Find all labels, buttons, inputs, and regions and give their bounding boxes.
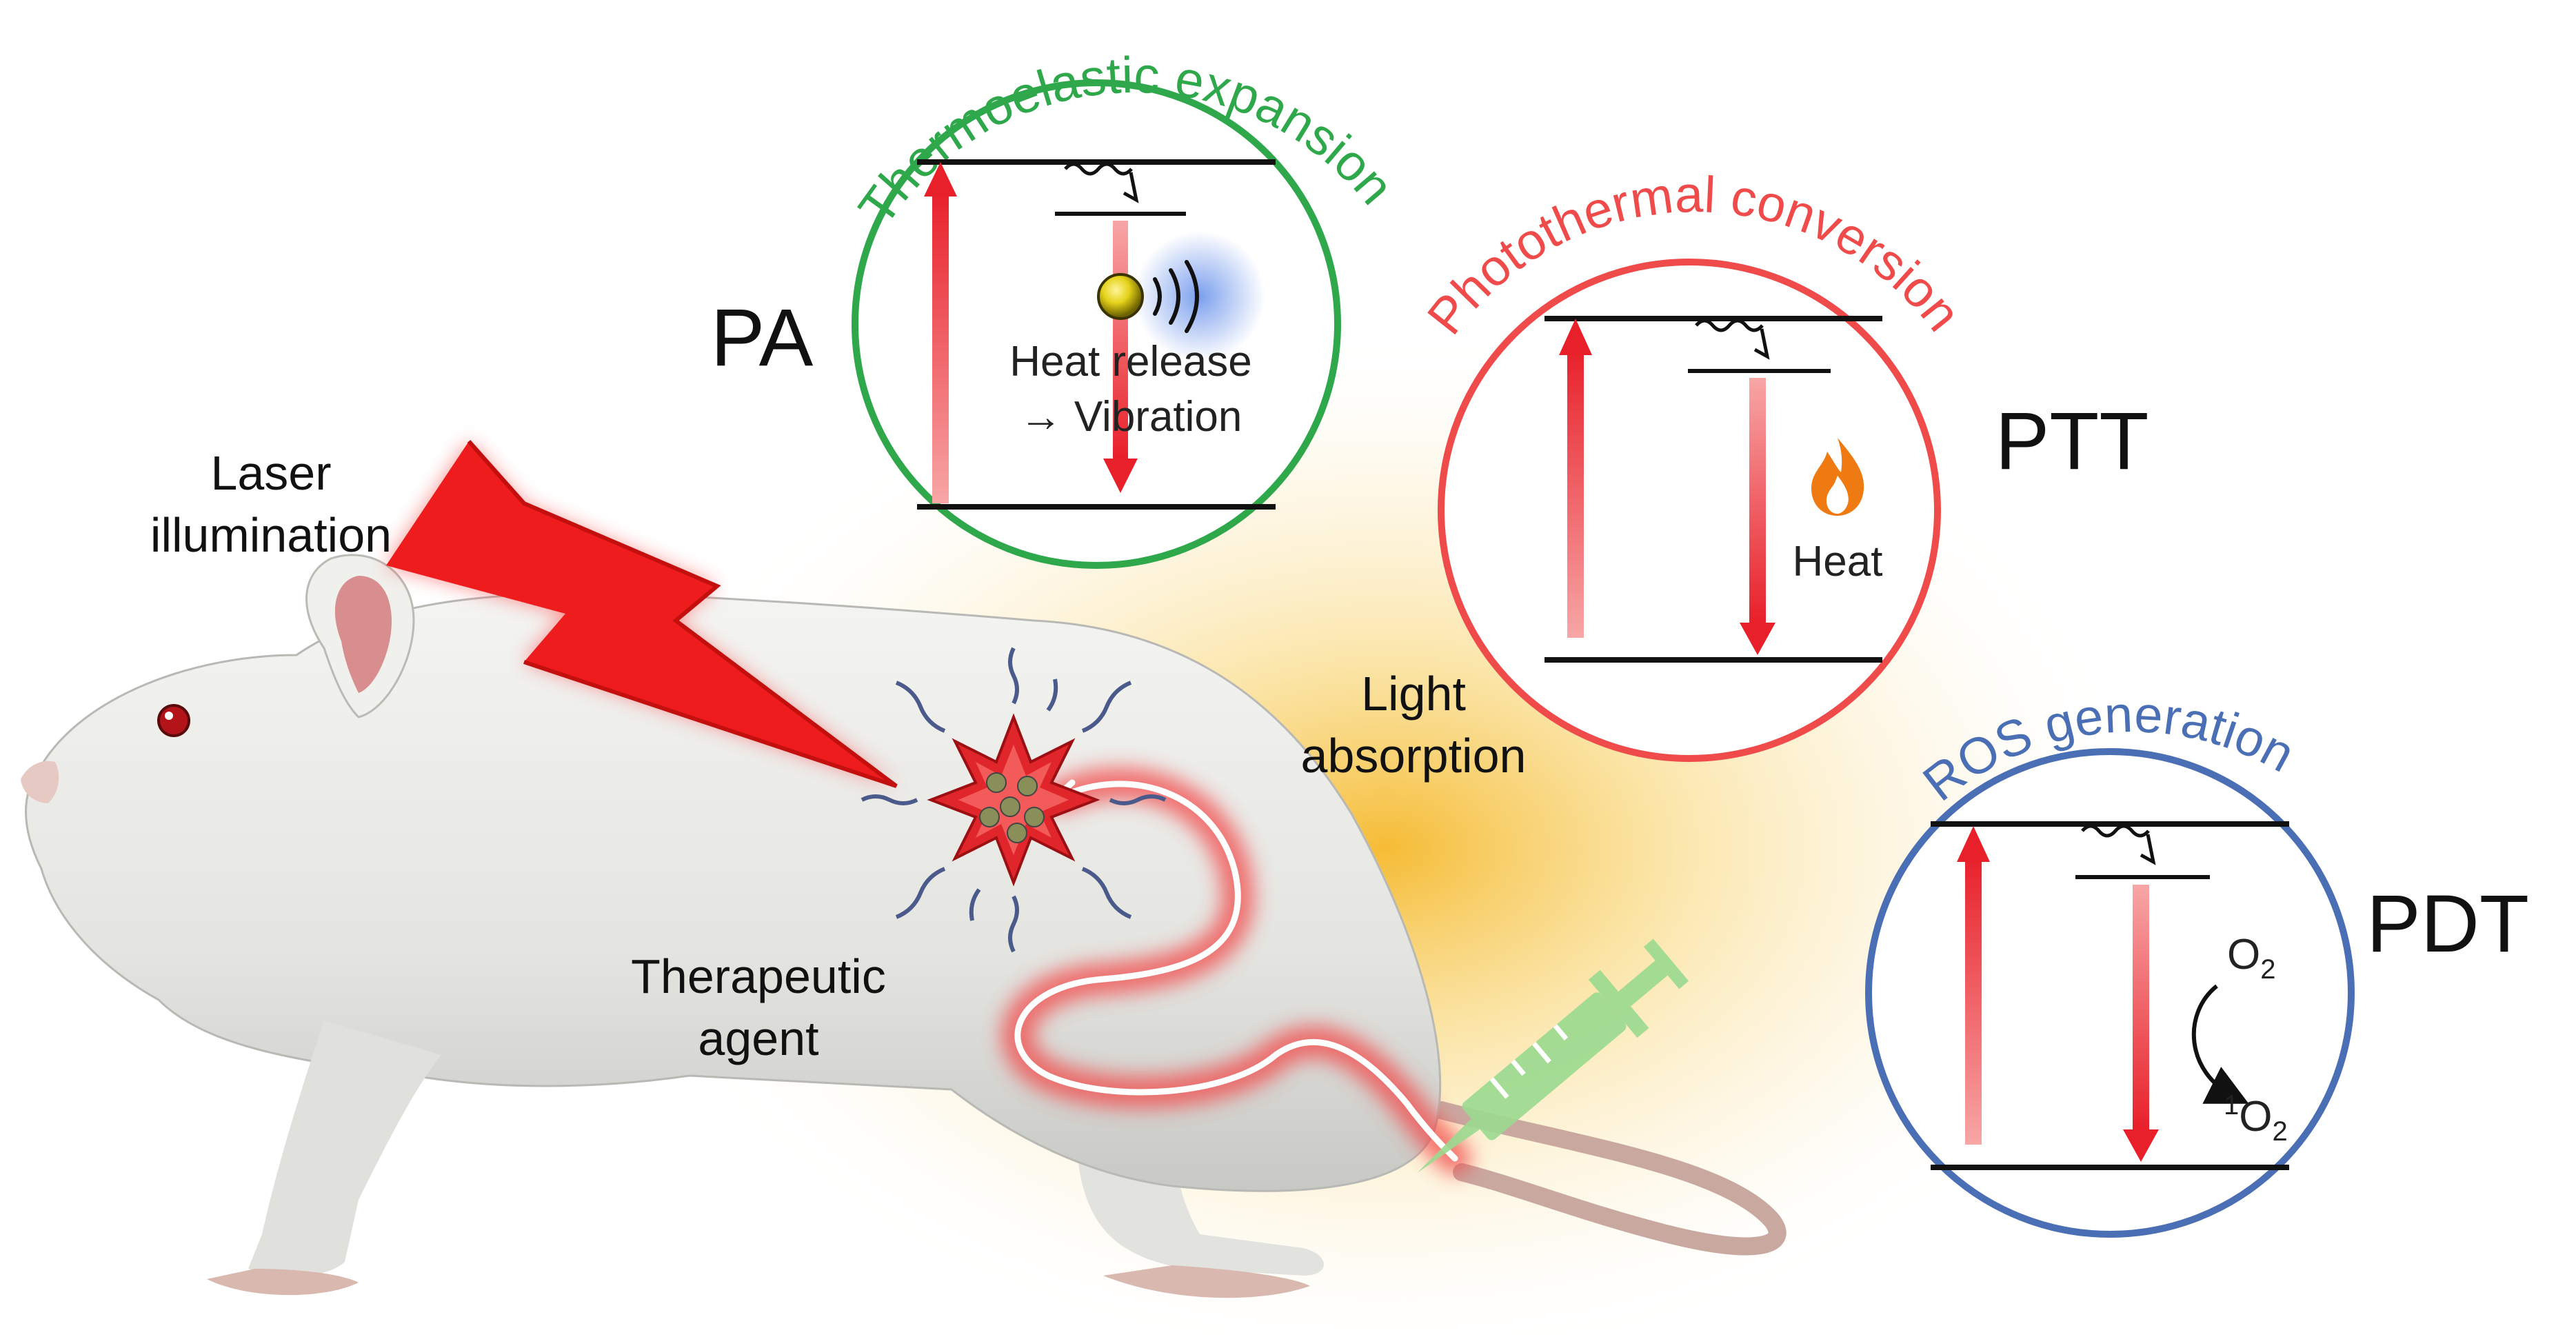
pa-heat-release: Heat release [1009,338,1252,385]
laser-label-line2: illumination [150,508,392,562]
nanoparticle-icon [861,647,1167,953]
pa-panel: Thermoelastic expansion Heat release → V… [847,46,1405,569]
light-absorption-line2: absorption [1301,729,1527,783]
sound-wave-icon [1153,260,1199,333]
therapeutic-agent-line1: Therapeutic [631,949,886,1003]
ptt-label: PTT [1995,396,2149,487]
pdt-o2: O2 [2227,931,2275,985]
pdt-label: PDT [2366,878,2529,969]
rat-tail [1432,1101,1787,1256]
syringe-icon [1417,938,1689,1173]
pdt-singlet-o2: 1O2 [2224,1090,2288,1147]
pa-vibration: → Vibration [1020,393,1242,441]
rat-snout [21,761,59,803]
ros-curved-arrow [2191,984,2249,1104]
ptt-heat: Heat [1793,538,1883,585]
laser-bolt-icon [386,440,898,788]
rat-eye-highlight [165,712,173,720]
pa-label: PA [711,292,814,383]
pdt-singlet-sub: 2 [2272,1116,2287,1147]
rat-eye [157,704,190,737]
pdt-o2-sub: 2 [2260,954,2275,985]
rat-front-leg [248,1021,441,1276]
therapeutic-agent-line2: agent [698,1012,818,1065]
pdt-singlet-o: O [2239,1093,2272,1140]
ptt-circle [1438,259,1941,762]
pdt-panel: ROS generation O2 1O2 [1865,685,2355,1238]
laser-label-line1: Laser [210,446,331,500]
flame-icon [1811,438,1864,516]
rat [21,554,1787,1298]
rat-front-foot [207,1269,359,1296]
ligand-chains [861,647,1167,953]
pa-particle-icon [1097,273,1144,320]
light-absorption-line1: Light [1361,667,1466,721]
pdt-circle [1865,748,2355,1238]
pa-circle [852,79,1341,569]
rat-ear-inner [334,576,392,693]
pdt-o2-o: O [2227,931,2260,978]
rat-hind-foot [1103,1265,1310,1298]
pdt-singlet-sup: 1 [2224,1090,2239,1120]
